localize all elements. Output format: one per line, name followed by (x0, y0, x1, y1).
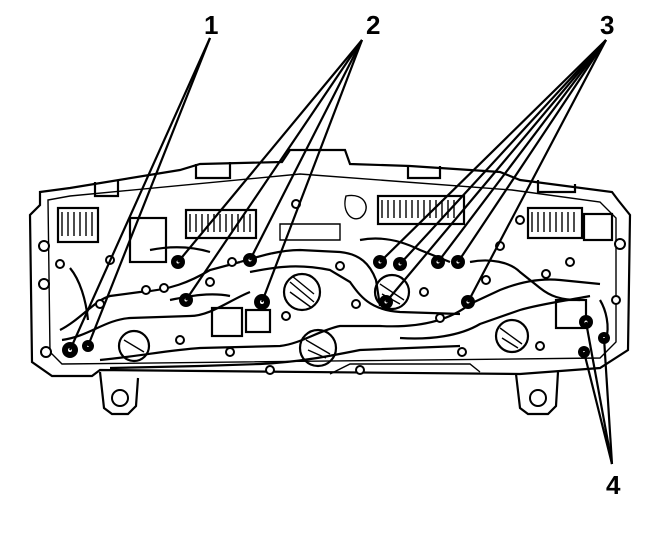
mounting-holes (38, 199, 626, 375)
callout-3-label: 3 (600, 10, 614, 40)
cluster-housing (28, 148, 632, 416)
callout-4-label: 4 (606, 470, 621, 500)
circuit-traces (59, 194, 609, 375)
callout-2-label: 2 (366, 10, 380, 40)
callout-1-label: 1 (204, 10, 218, 40)
leader-lines (68, 37, 614, 465)
